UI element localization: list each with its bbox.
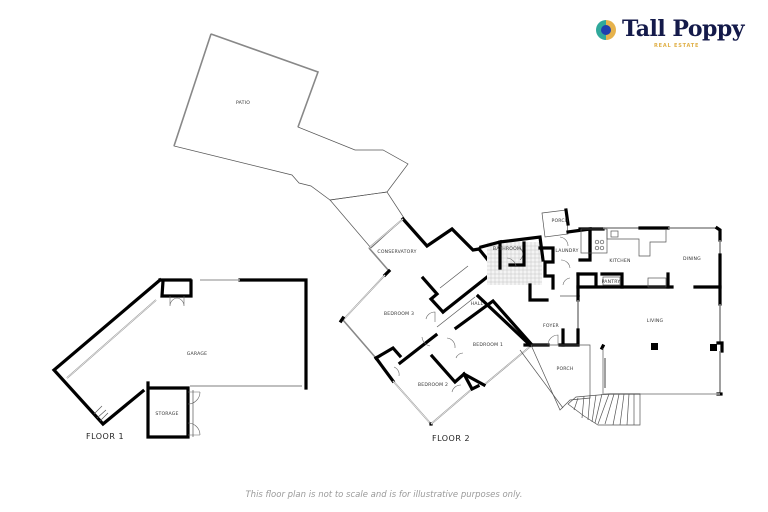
floor-2-service-core: BATHROOM PORCH LAUNDRY: [479, 208, 592, 302]
front-stairs: [567, 393, 641, 426]
room-label-bedroom-1: BEDROOM 1: [473, 342, 503, 348]
room-label-storage: STORAGE: [155, 411, 178, 417]
room-label-pantry: PANTRY: [602, 279, 621, 285]
floor-1-label: FLOOR 1: [86, 432, 124, 441]
room-label-conservatory: CONSERVATORY: [377, 249, 416, 255]
room-label-porch-top: PORCH: [551, 218, 568, 224]
patio-area: PATIO: [173, 33, 409, 249]
room-label-porch-front: PORCH: [556, 366, 573, 372]
room-label-laundry: LAUNDRY: [555, 248, 578, 254]
room-label-patio: PATIO: [236, 100, 250, 106]
floor-2-living-wing: KITCHEN DINING PANTRY FOYER LIVING PORCH: [475, 225, 724, 426]
room-label-bathroom: BATHROOM: [493, 246, 521, 252]
floor-2-label: FLOOR 2: [432, 434, 470, 443]
brand-logo-icon: [596, 20, 616, 40]
floor-1: GARAGE STORAGE FLOOR 1: [51, 277, 308, 441]
brand-tagline: REAL ESTATE: [654, 43, 700, 49]
room-label-garage: GARAGE: [187, 351, 207, 357]
room-label-dining: DINING: [683, 256, 701, 262]
room-label-bedroom-3: BEDROOM 3: [384, 311, 414, 317]
room-label-living: LIVING: [647, 318, 664, 324]
brand-logo: Tall Poppy REAL ESTATE: [596, 16, 766, 56]
room-label-hall: HALL: [471, 301, 484, 307]
room-label-bedroom-2: BEDROOM 2: [418, 382, 448, 388]
brand-name: Tall Poppy: [622, 16, 745, 42]
room-label-kitchen: KITCHEN: [609, 258, 630, 264]
room-label-foyer: FOYER: [543, 323, 560, 329]
disclaimer-text: This floor plan is not to scale and is f…: [245, 490, 523, 500]
